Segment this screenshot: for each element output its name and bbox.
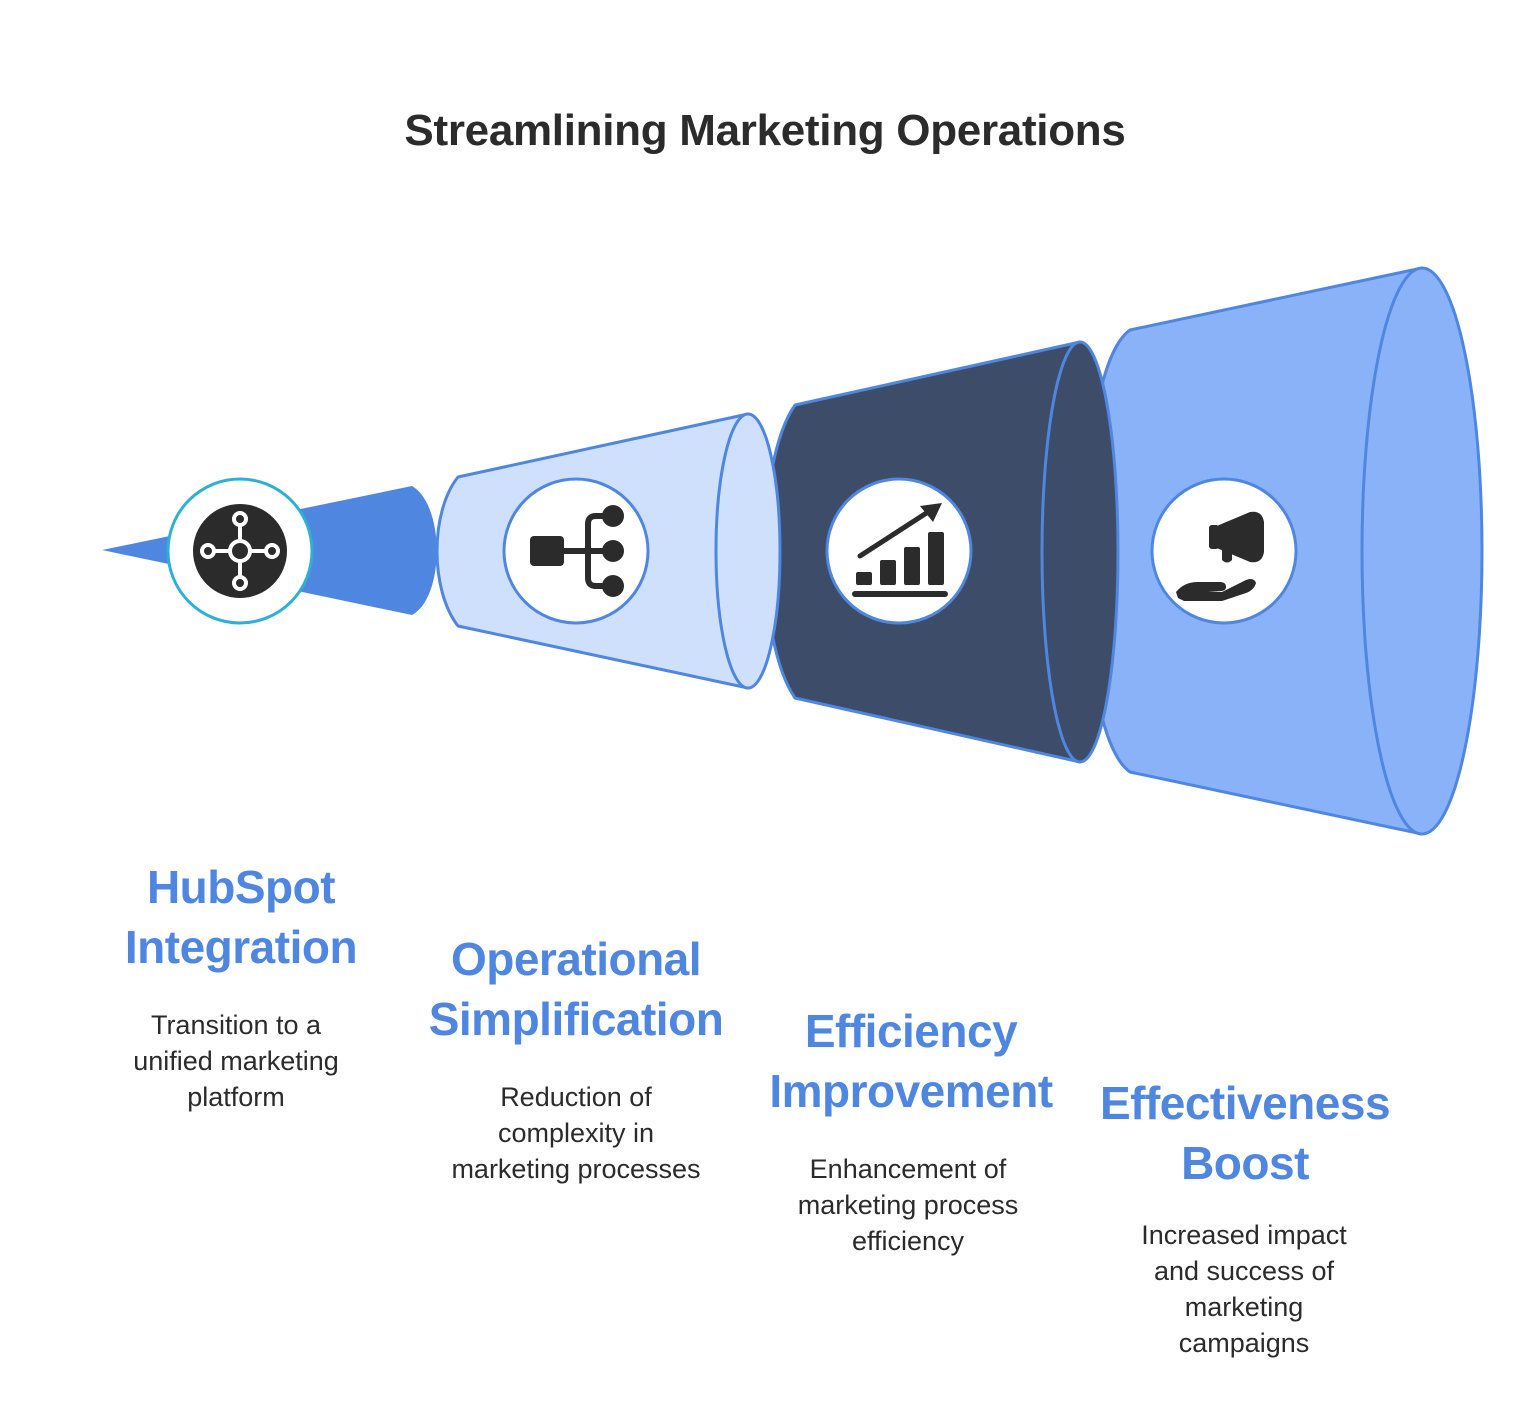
diagram-title: Streamlining Marketing Operations [404,106,1126,155]
step-effectiveness-boost-title: Effectiveness Boost [1080,1073,1410,1193]
step-desc-line: Increased impact [1141,1220,1347,1250]
step-title-line: Boost [1181,1137,1309,1189]
step-efficiency-improvement-title: Efficiency Improvement [748,1001,1074,1121]
step-desc-line: Reduction of [500,1082,652,1112]
step-title-line: HubSpot [146,861,336,913]
step-desc-line: complexity in [497,1118,655,1148]
hub-network-icon [166,477,314,625]
step-desc-line: marketing process [797,1190,1019,1220]
step-desc-line: Enhancement of [809,1154,1007,1184]
step-title-line: Operational [450,933,702,985]
flow-branch-icon [502,477,650,625]
step-title-line: Simplification [428,993,724,1045]
step-title-line: Efficiency [804,1005,1018,1057]
step-operational-simplification-description: Reduction of complexity in marketing pro… [416,1079,736,1187]
step-title-line: Effectiveness [1099,1077,1391,1129]
step-desc-line: unified marketing [133,1046,339,1076]
step-hubspot-integration-title: HubSpot Integration [86,857,396,977]
step-desc-line: efficiency [851,1226,965,1256]
step-desc-line: platform [187,1082,285,1112]
step-operational-simplification-title: Operational Simplification [406,929,746,1049]
step-desc-line: and success of [1153,1256,1335,1286]
step-title-line: Improvement [769,1065,1053,1117]
step-hubspot-integration-description: Transition to a unified marketing platfo… [86,1007,386,1115]
step-desc-line: marketing processes [451,1154,701,1184]
growth-chart-icon [825,477,973,625]
step-title-line: Integration [124,921,358,973]
step-effectiveness-boost-description: Increased impact and success of marketin… [1094,1217,1394,1361]
megaphone-hand-icon [1150,477,1298,625]
step-desc-line: marketing [1184,1292,1304,1322]
step-desc-line: Transition to a [150,1010,322,1040]
step-efficiency-improvement-description: Enhancement of marketing process efficie… [758,1151,1058,1259]
step-desc-line: campaigns [1178,1328,1310,1358]
